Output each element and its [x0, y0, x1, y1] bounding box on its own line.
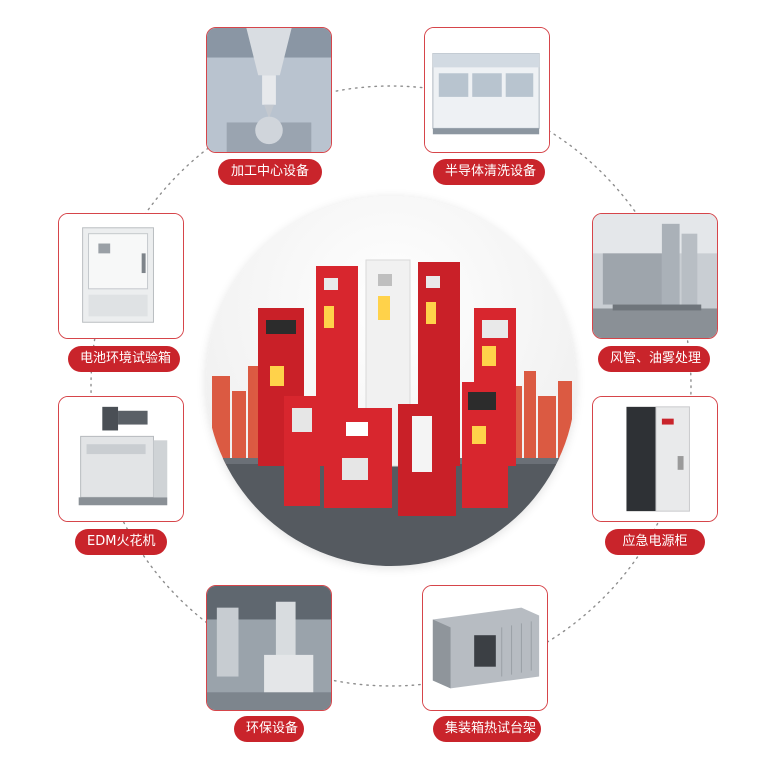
center-product-image: [206, 196, 576, 566]
card-edm-machine[interactable]: [58, 396, 184, 522]
card-emergency-power-cabinet[interactable]: [592, 396, 718, 522]
semiconductor-cleaning-photo-icon: [425, 28, 549, 152]
card-cnc-machining[interactable]: [206, 27, 332, 153]
fire-control-cabinets-icon: [206, 259, 576, 566]
card-semiconductor-cleaning[interactable]: [424, 27, 550, 153]
emergency-power-cabinet-photo-icon: [593, 397, 717, 521]
card-duct-oil-mist[interactable]: [592, 213, 718, 339]
label-cnc-machining[interactable]: 加工中心设备: [218, 159, 322, 185]
edm-machine-photo-icon: [59, 397, 183, 521]
label-environmental-equipment[interactable]: 环保设备: [234, 716, 304, 742]
container-test-bench-photo-icon: [423, 586, 547, 710]
label-emergency-power-cabinet[interactable]: 应急电源柜: [605, 529, 705, 555]
label-duct-oil-mist[interactable]: 风管、油雾处理: [598, 346, 710, 372]
label-battery-test-chamber[interactable]: 电池环境试验箱: [68, 346, 180, 372]
environmental-equipment-photo-icon: [207, 586, 331, 710]
card-environmental-equipment[interactable]: [206, 585, 332, 711]
duct-oil-mist-photo-icon: [593, 214, 717, 338]
label-edm-machine[interactable]: EDM火花机: [75, 529, 167, 555]
card-battery-test-chamber[interactable]: [58, 213, 184, 339]
label-container-test-bench[interactable]: 集装箱热试台架: [433, 716, 541, 742]
battery-test-chamber-photo-icon: [59, 214, 183, 338]
label-semiconductor-cleaning[interactable]: 半导体清洗设备: [433, 159, 545, 185]
cnc-machining-photo-icon: [207, 28, 331, 152]
card-container-test-bench[interactable]: [422, 585, 548, 711]
